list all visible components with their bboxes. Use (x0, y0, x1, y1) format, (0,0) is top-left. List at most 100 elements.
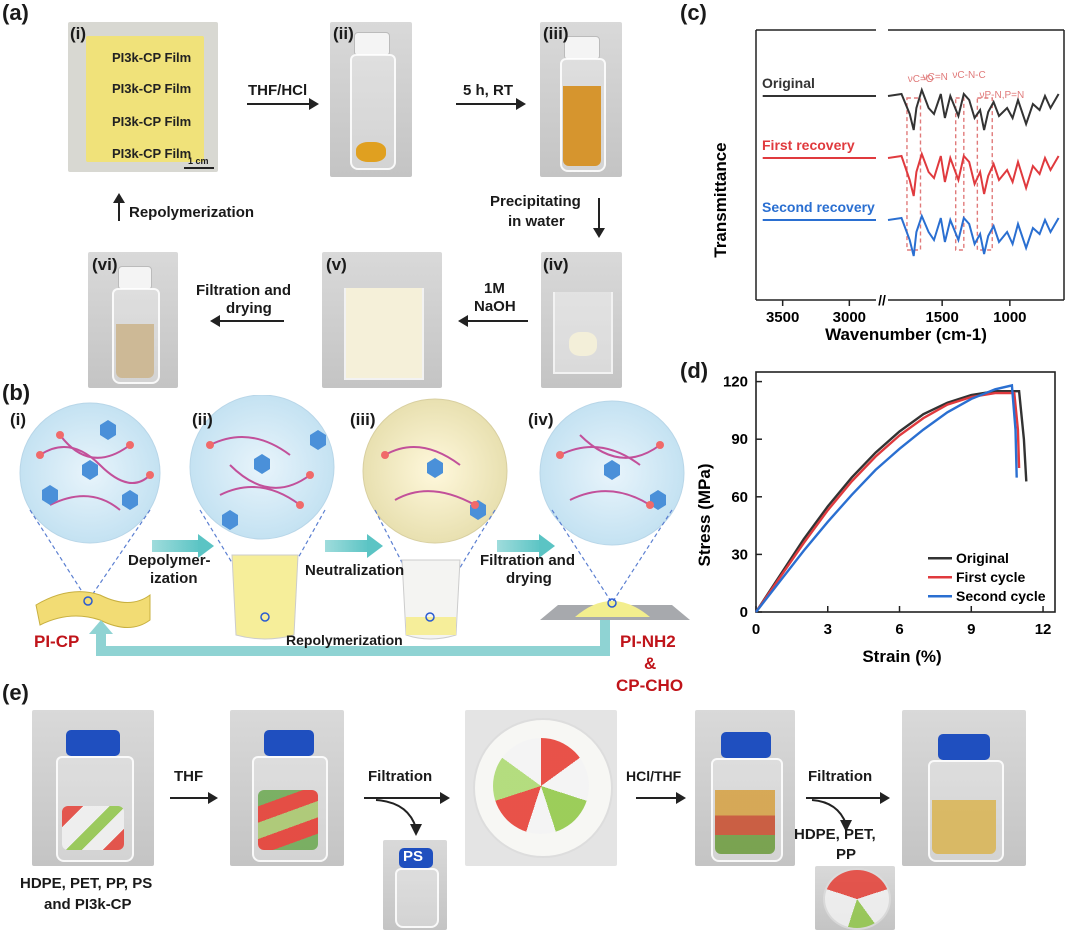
d-series-line (754, 390, 1028, 613)
c-series-line (887, 150, 1060, 197)
d-series-line (755, 391, 1021, 613)
c-x-tick-label: 1500 (925, 309, 958, 326)
panel-label-b: (b) (2, 380, 31, 405)
c-annotation: νC=N (923, 72, 948, 83)
film-line-1: PI3k-CP Film (112, 50, 192, 65)
repoly-loop-arrowhead (89, 620, 113, 634)
step-b-iii: (iii) (350, 410, 376, 429)
step-a-ii: (ii) (333, 24, 354, 43)
label-pi-nh2: PI-NH2 (620, 632, 676, 651)
label-precip-1: Precipitating (490, 193, 581, 210)
photo-film: PI3k-CP Film PI3k-CP Film PI3k-CP Film P… (68, 22, 218, 172)
network-motifs (39, 434, 661, 511)
solution-with-pieces (715, 790, 775, 854)
label-filt-2: drying (506, 570, 552, 587)
arrow-thf (170, 792, 218, 804)
label-e-start-2: and PI3k-CP (44, 896, 132, 913)
label-neutral: Neutralization (305, 562, 405, 579)
label-5h: 5 h, RT (463, 82, 514, 99)
panel-label-d: (d) (680, 358, 709, 383)
vial-cap (354, 32, 390, 56)
step-b-iv: (iv) (528, 410, 554, 429)
label-filtration-e1: Filtration (368, 768, 433, 785)
label-residue-1: HDPE, PET, (794, 826, 876, 843)
c-ylabel: Transmittance (711, 142, 730, 257)
d-y-tick-label: 120 (723, 374, 748, 391)
d-x-tick-label: 6 (895, 621, 903, 638)
d-x-tick-label: 0 (752, 621, 760, 638)
arrow-filtration (210, 315, 284, 327)
label-residue-2: PP (836, 846, 857, 863)
branch-arrow-residue (811, 799, 852, 832)
panel-label-a: (a) (2, 0, 29, 25)
photo-e-3 (465, 710, 617, 866)
scale-bar (184, 167, 214, 169)
clear-solution (932, 800, 996, 854)
c-axis-break: // (878, 292, 886, 308)
vial-contents (356, 142, 386, 162)
arrow-5h (456, 98, 526, 110)
scale-bar-label: 1 cm (188, 156, 209, 166)
c-x-tick-label: 1000 (993, 309, 1026, 326)
d-legend-label: Second cycle (956, 588, 1046, 604)
photo-vial-ii (330, 22, 412, 177)
label-e-start-1: HDPE, PET, PP, PS (20, 875, 153, 892)
c-band-box (954, 97, 965, 251)
film-line-2: PI3k-CP Film (112, 81, 192, 96)
c-series-label: Second recovery (762, 199, 875, 215)
arrow-repoly (113, 193, 125, 221)
arrow-hcl-thf (636, 792, 686, 804)
photo-e-5 (902, 710, 1026, 866)
bottle-cap (66, 730, 120, 756)
ps-label: PS (403, 848, 424, 865)
d-y-tick-label: 90 (731, 431, 748, 448)
panel-label-e: (e) (2, 680, 29, 705)
label-hcl-thf: HCl/THF (626, 768, 682, 784)
plastic-pieces (62, 806, 124, 850)
d-x-tick-label: 3 (824, 621, 832, 638)
arrow-thf-hcl (247, 98, 319, 110)
arrow-naoh (458, 315, 528, 327)
step-b-ii: (ii) (192, 410, 213, 429)
c-x-tick-label: 3000 (833, 309, 866, 326)
plastic-pieces (258, 790, 318, 850)
d-y-tick-label: 0 (740, 604, 748, 621)
label-depoly-1: Depolymer- (128, 552, 211, 569)
label-cp-cho: CP-CHO (616, 676, 684, 695)
d-x-tick-label: 12 (1035, 621, 1052, 638)
label-filtration-2: drying (226, 300, 272, 317)
photo-vial-vi (88, 252, 178, 388)
step-a-iv: (iv) (543, 255, 569, 274)
c-series-line (887, 86, 1060, 131)
step-a-v: (v) (326, 255, 347, 274)
step-a-vi: (vi) (92, 255, 118, 274)
hexagon-nodes (42, 420, 666, 530)
step-a-i: (i) (70, 24, 87, 43)
bottle-cap (938, 734, 990, 760)
photo-beaker-v (322, 252, 442, 388)
label-filt-1: Filtration and (480, 552, 575, 569)
d-xlabel: Strain (%) (862, 647, 941, 666)
d-frame (755, 371, 1056, 613)
branch-arrow-ps (375, 799, 422, 836)
photo-e-1 (32, 710, 154, 866)
label-repoly-a: Repolymerization (129, 204, 255, 221)
d-y-tick-label: 60 (731, 489, 748, 506)
label-amp: & (644, 654, 657, 673)
label-filtration-1: Filtration and (196, 282, 291, 299)
bottle-cap (399, 848, 433, 868)
vial-cap (118, 266, 152, 290)
dish-contents (493, 738, 589, 834)
teal-arrow-2 (325, 534, 383, 558)
end-group-dots (36, 431, 664, 509)
label-repoly-b: Repolymerization (286, 632, 403, 648)
repoly-loop-left (96, 632, 106, 656)
label-precip-2: in water (508, 213, 565, 230)
c-x-tick-label: 3500 (766, 309, 799, 326)
arrow-filtration-e1 (364, 792, 450, 804)
photo-e-2 (230, 710, 344, 866)
label-pi-cp: PI-CP (34, 632, 80, 651)
photo-e-4 (695, 710, 795, 866)
